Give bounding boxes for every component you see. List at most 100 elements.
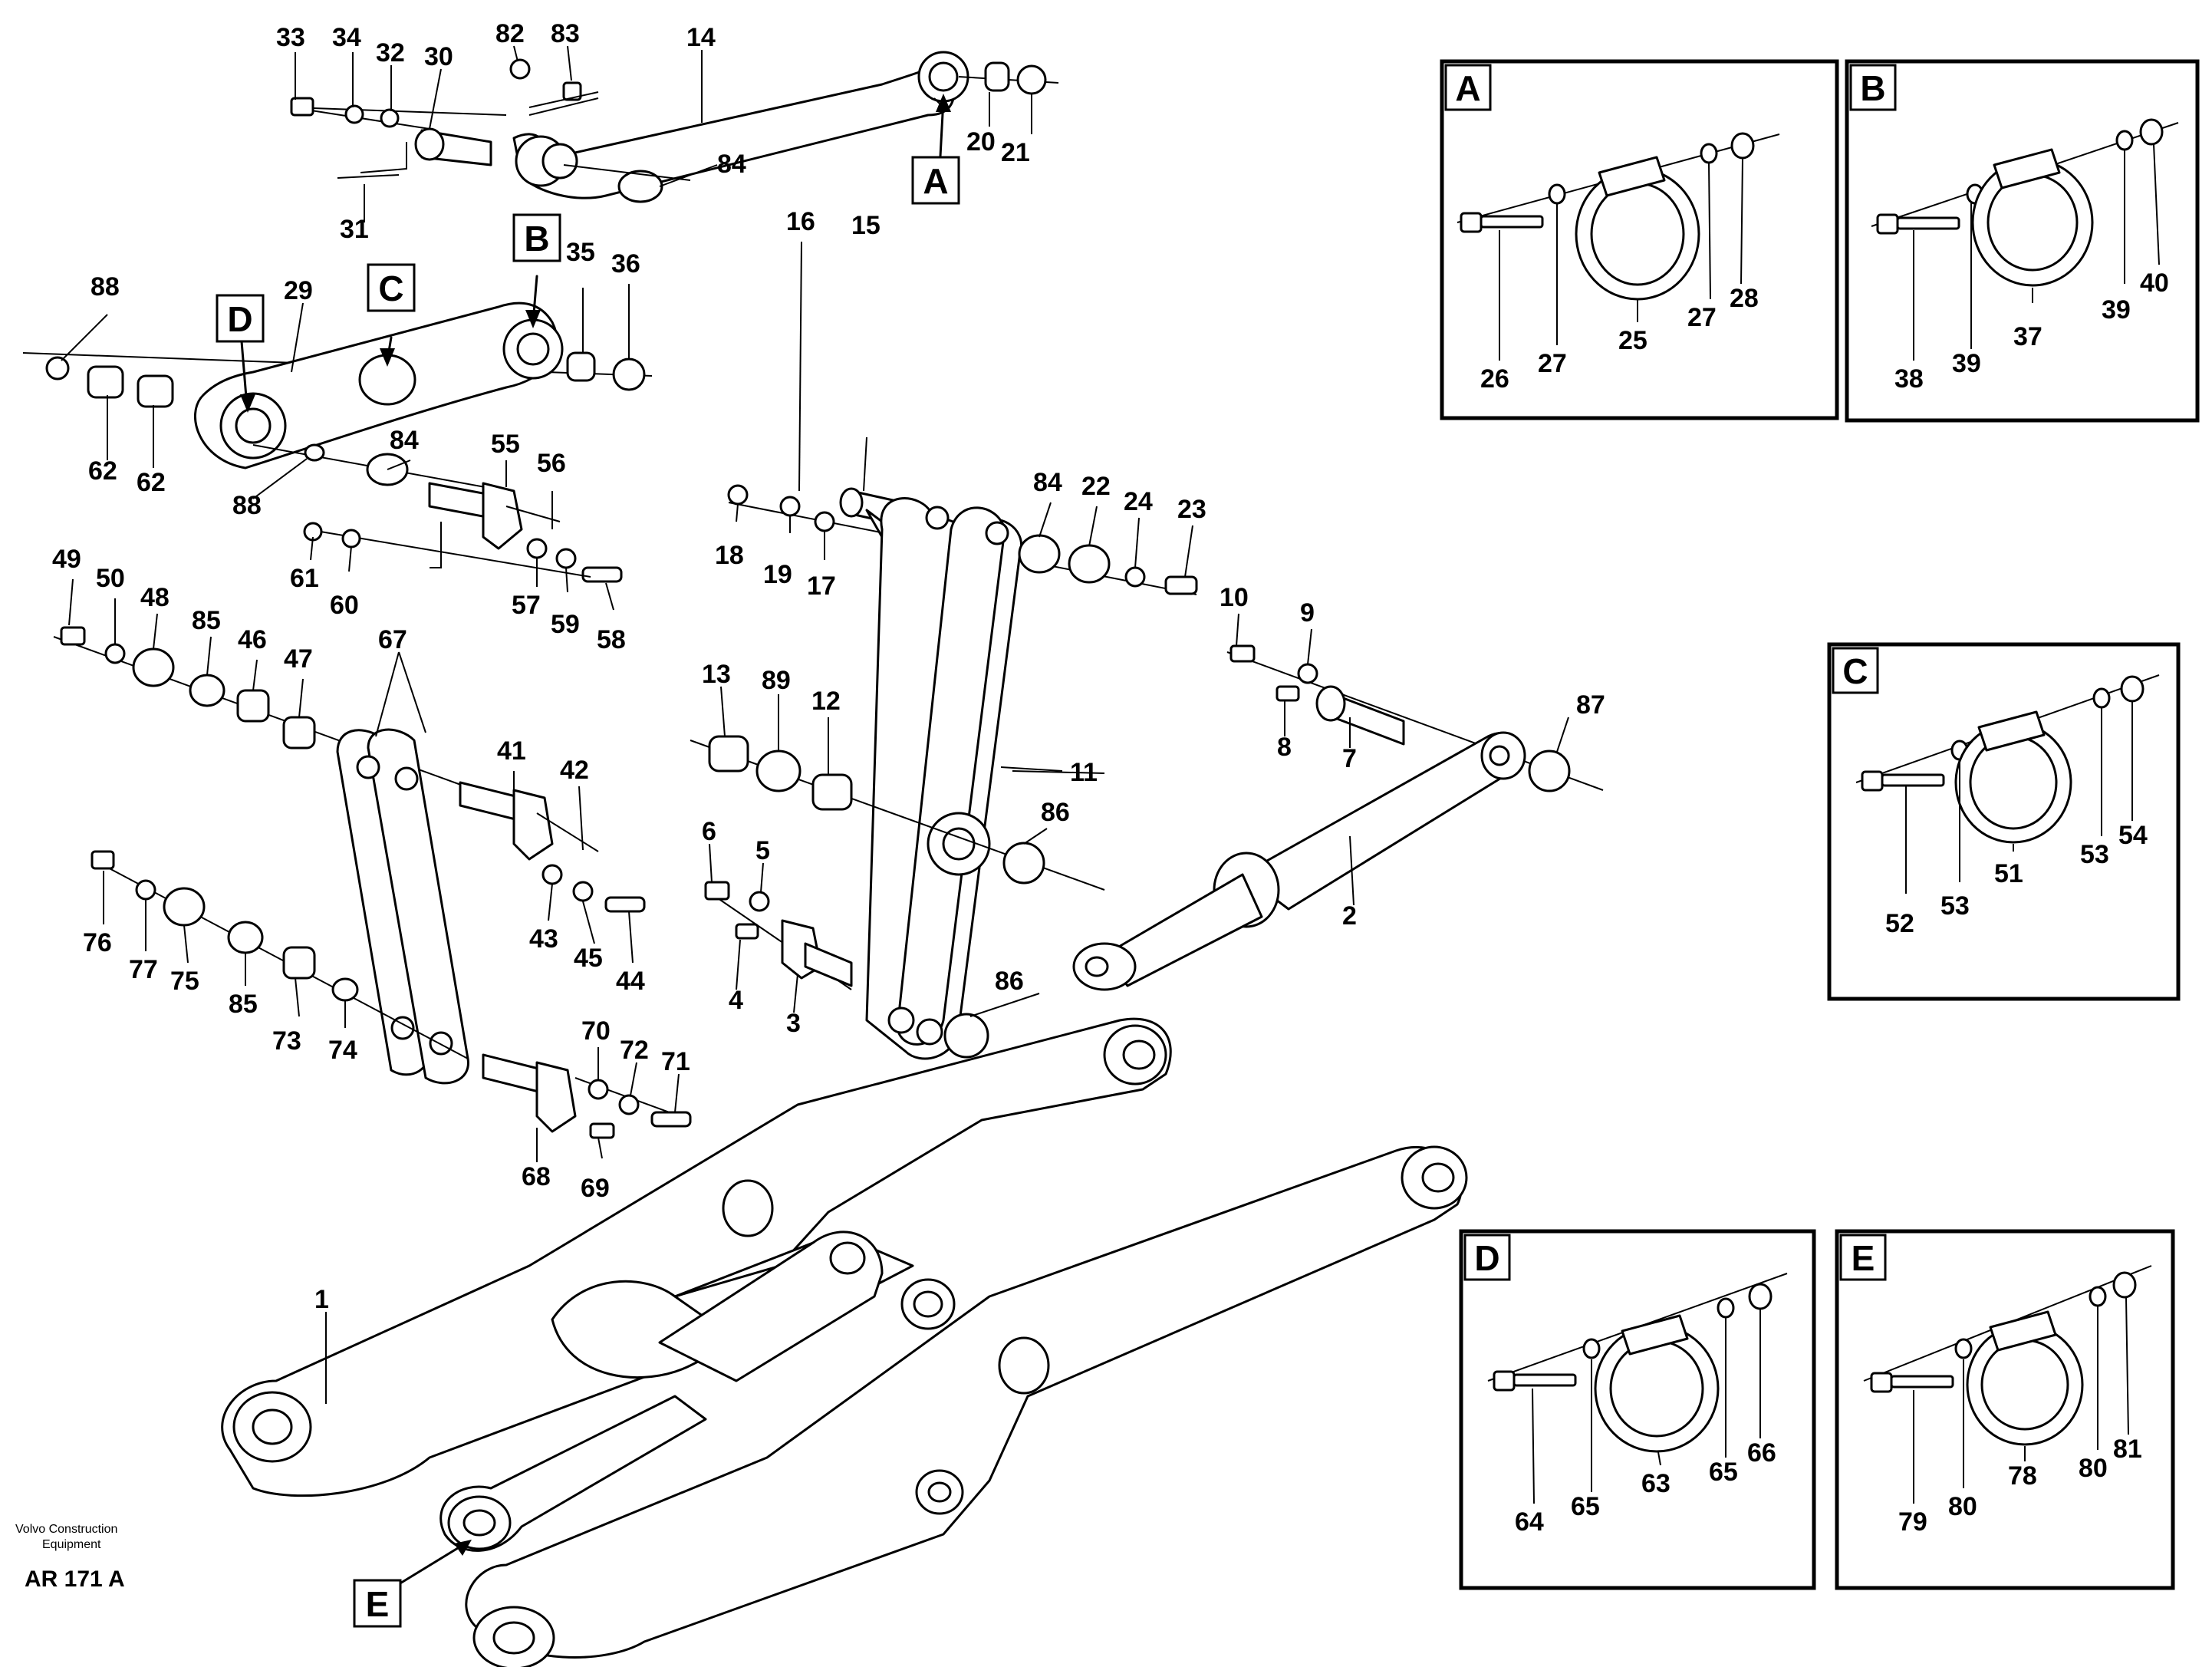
callout-62a: 62 xyxy=(88,456,117,486)
callout-43: 43 xyxy=(529,924,558,954)
upper-link-assembly xyxy=(290,51,1059,203)
callout-34: 34 xyxy=(332,23,361,52)
callout-68: 68 xyxy=(522,1162,551,1191)
detail-C-num-3: 51 xyxy=(1994,859,2023,888)
detail-A-num-5: 28 xyxy=(1730,284,1759,313)
callout-86-top: 86 xyxy=(1041,798,1070,827)
detail-B-num-2: 39 xyxy=(1952,349,1981,378)
callout-2: 2 xyxy=(1342,901,1357,931)
callout-10: 10 xyxy=(1220,583,1249,612)
link-pair-67 xyxy=(53,626,692,1139)
callout-4: 4 xyxy=(729,986,743,1015)
company-name-line1: Volvo Construction xyxy=(15,1523,117,1536)
lift-cylinder-assembly xyxy=(1072,644,1604,991)
detail-C-num-4: 53 xyxy=(2080,840,2109,869)
callout-20: 20 xyxy=(966,127,996,156)
callout-41: 41 xyxy=(497,736,526,766)
callout-88-bottom: 88 xyxy=(232,491,262,520)
detail-A-label: A xyxy=(1455,68,1480,108)
callout-8: 8 xyxy=(1277,733,1292,762)
lift-arm-frame xyxy=(221,1017,1468,1667)
callout-85-bottom: 85 xyxy=(229,990,258,1019)
tag-C: C xyxy=(378,268,403,308)
callout-62b: 62 xyxy=(137,468,166,497)
detail-panel-B: B 38 39 37 39 40 xyxy=(1845,59,2200,423)
callout-71: 71 xyxy=(661,1047,690,1076)
callout-3: 3 xyxy=(786,1009,801,1038)
detail-D-num-3: 63 xyxy=(1641,1469,1671,1498)
callout-35: 35 xyxy=(566,238,595,267)
callout-19: 19 xyxy=(763,560,792,589)
callout-11: 11 xyxy=(1070,758,1098,787)
callout-76: 76 xyxy=(83,928,112,957)
detail-E-label: E xyxy=(1852,1238,1875,1278)
detail-panel-E: E 79 80 78 80 81 xyxy=(1835,1229,2175,1590)
detail-panel-C: C 52 53 51 53 54 xyxy=(1827,642,2181,1001)
callout-32: 32 xyxy=(376,38,405,68)
callout-36: 36 xyxy=(611,249,640,278)
callout-7: 7 xyxy=(1342,744,1357,773)
detail-E-num-2: 80 xyxy=(1948,1492,1977,1521)
callout-15: 15 xyxy=(851,211,881,240)
callout-75: 75 xyxy=(170,967,199,996)
callout-44: 44 xyxy=(616,967,645,996)
callout-88-top: 88 xyxy=(91,272,120,301)
detail-E-num-1: 79 xyxy=(1898,1507,1927,1537)
callout-1: 1 xyxy=(314,1285,329,1314)
drawing-footer: Volvo Construction Equipment AR 171 A xyxy=(15,1523,125,1592)
callout-23: 23 xyxy=(1177,495,1206,524)
callout-18: 18 xyxy=(715,541,744,570)
detail-A-num-4: 27 xyxy=(1687,303,1717,332)
detail-D-num-1: 64 xyxy=(1515,1507,1544,1537)
callout-85-top: 85 xyxy=(192,606,221,635)
callout-84-top: 84 xyxy=(717,150,746,179)
callout-87: 87 xyxy=(1576,690,1605,720)
drawing-code: AR 171 A xyxy=(25,1567,125,1592)
detail-panel-A: A 26 27 25 27 28 xyxy=(1440,59,1839,420)
callout-6: 6 xyxy=(702,817,716,846)
callout-56: 56 xyxy=(537,449,566,478)
callout-17: 17 xyxy=(807,572,836,601)
detail-D-num-4: 65 xyxy=(1709,1458,1738,1487)
callout-60: 60 xyxy=(330,591,359,620)
callout-55: 55 xyxy=(491,430,520,459)
leader-lines xyxy=(61,45,1569,1404)
detail-tags: A B C D E xyxy=(216,156,960,1628)
callout-31: 31 xyxy=(340,215,369,244)
callout-12: 12 xyxy=(811,687,841,716)
callout-86-bottom: 86 xyxy=(995,967,1024,996)
callout-89: 89 xyxy=(762,666,791,695)
detail-B-num-4: 39 xyxy=(2102,295,2131,325)
callout-50: 50 xyxy=(96,564,125,593)
detail-C-num-1: 52 xyxy=(1885,909,1914,938)
detail-C-label: C xyxy=(1842,651,1868,691)
callout-21: 21 xyxy=(1001,138,1030,167)
callout-33: 33 xyxy=(276,23,305,52)
main-link-11 xyxy=(690,484,1198,1060)
callout-29: 29 xyxy=(284,276,313,305)
detail-panel-D: D 64 65 63 65 66 xyxy=(1459,1229,1816,1590)
callout-58: 58 xyxy=(597,625,626,654)
tag-D: D xyxy=(227,299,252,339)
callout-30: 30 xyxy=(424,42,453,71)
callout-57: 57 xyxy=(512,591,541,620)
detail-B-num-1: 38 xyxy=(1894,364,1924,394)
detail-D-label: D xyxy=(1474,1238,1499,1278)
tag-B: B xyxy=(524,219,549,259)
callout-61: 61 xyxy=(290,564,319,593)
callout-73: 73 xyxy=(272,1026,301,1056)
callout-69: 69 xyxy=(581,1174,610,1203)
callout-84-right: 84 xyxy=(1033,468,1062,497)
detail-E-num-5: 81 xyxy=(2113,1435,2142,1464)
callout-42: 42 xyxy=(560,756,589,785)
callout-82: 82 xyxy=(495,19,525,48)
callout-5: 5 xyxy=(755,836,770,865)
detail-D-num-2: 65 xyxy=(1571,1492,1600,1521)
detail-C-num-5: 54 xyxy=(2118,821,2148,850)
callout-77: 77 xyxy=(129,955,158,984)
callout-83: 83 xyxy=(551,19,580,48)
detail-E-num-3: 78 xyxy=(2008,1461,2037,1491)
callout-46: 46 xyxy=(238,625,267,654)
callout-16: 16 xyxy=(786,207,815,236)
